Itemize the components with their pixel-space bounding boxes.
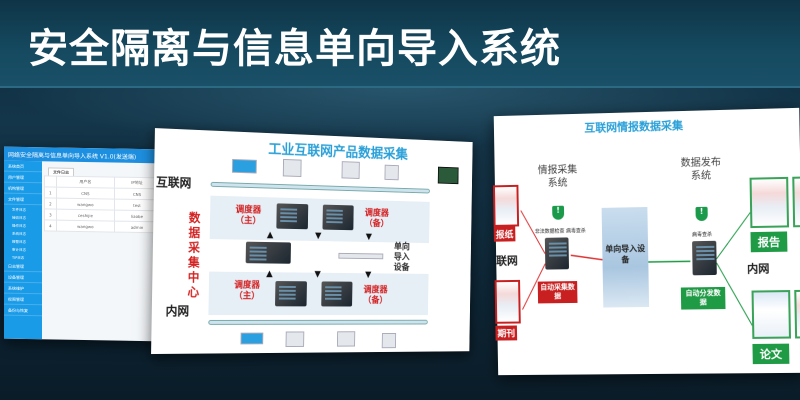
server-icon — [275, 281, 307, 306]
menu-item[interactable]: 文件管理 — [4, 194, 42, 206]
intranet-label: 内网 — [747, 260, 770, 276]
server-icon — [337, 331, 355, 346]
tablet-icon — [438, 167, 459, 184]
menu-item[interactable]: 日志管理 — [4, 261, 42, 273]
arrow-down-icon: ▼ — [366, 232, 372, 242]
internet-bus — [211, 182, 430, 194]
computer-icon — [232, 159, 257, 174]
paper-thumbnail — [752, 290, 792, 339]
arrow-up-icon: ▲ — [266, 269, 273, 279]
banner-title: 安全隔离与信息单向导入系统 — [28, 16, 561, 74]
virus-label: 病毒查杀 — [692, 231, 712, 238]
oneway-device-label: 单向导入设备 — [394, 242, 416, 273]
arrow-down-icon: ▼ — [365, 270, 371, 280]
oneway-device: 单向导入设备 — [602, 207, 650, 308]
menu-item[interactable]: 机构管理 — [4, 183, 42, 195]
server-icon — [342, 161, 360, 179]
menu-item[interactable]: 系统首页 — [4, 161, 42, 173]
publish-system-label: 数据发布系统 — [679, 156, 724, 183]
shield-icon: ! — [695, 207, 707, 221]
software-screenshot: 网络安全隔离与信息单向导入系统 V1.0(发送端) 系统首页 用户管理 机构管理… — [4, 147, 160, 342]
table-row[interactable]: 4wangwoadmin — [45, 220, 160, 233]
intranet-bus — [208, 320, 428, 325]
intel-diagram: 互联网情报数据采集 报纸 联网 期刊 情报采集系统 ! 非法数据检查 病毒查杀 … — [494, 108, 800, 375]
database-icon — [382, 333, 396, 348]
database-icon — [384, 165, 398, 181]
menu-item[interactable]: 设备管理 — [4, 272, 42, 284]
report-thumbnail — [792, 176, 800, 227]
sidebar-menu: 系统首页 用户管理 机构管理 文件管理 文件日志 接收日志 操作日志 系统日志 … — [4, 161, 42, 340]
auto-publish-box: 自动分发数据 — [681, 287, 726, 310]
gateway-device-icon — [246, 242, 291, 264]
industrial-diagram: 工业互联网产品数据采集 互联网 数据采集中心 调度器（主） 调度器（备） ▲ ▼… — [151, 128, 473, 354]
server-icon — [321, 281, 352, 306]
output-tag: 报告 — [750, 231, 787, 252]
computer-icon — [240, 333, 263, 345]
menu-item[interactable]: 备份与恢复 — [4, 305, 42, 317]
server-icon — [286, 331, 305, 347]
server-icon — [322, 205, 353, 231]
menu-item[interactable]: 权限管理 — [4, 294, 42, 306]
data-table: 用户名IP地址 1CNSCNS 2wangwotest 3ceshijielia… — [44, 175, 160, 233]
menu-item[interactable]: 系统维护 — [4, 283, 42, 295]
menu-item[interactable]: 用户管理 — [4, 172, 42, 184]
scheduler-backup-label: 调度器（备） — [359, 286, 391, 307]
banner-header: 安全隔离与信息单向导入系统 — [0, 0, 800, 88]
arrow-down-icon: ▼ — [315, 231, 321, 241]
scheduler-backup-label: 调度器（备） — [361, 209, 393, 231]
server-icon — [692, 241, 717, 276]
output-tag: 论文 — [752, 344, 789, 365]
internet-label: 互联网 — [156, 173, 192, 191]
scheduler-main-label: 调度器（主） — [230, 281, 264, 303]
arrow-down-icon: ▼ — [314, 270, 320, 280]
scheduler-main-label: 调度器（主） — [231, 205, 265, 227]
report-thumbnail — [750, 177, 790, 228]
arrow-up-icon: ▲ — [267, 230, 274, 240]
center-label: 数据采集中心 — [187, 211, 202, 300]
paper-thumbnail — [794, 290, 800, 339]
intranet-label: 内网 — [165, 302, 189, 319]
rack-device-icon — [338, 253, 383, 259]
server-icon — [283, 159, 302, 177]
server-icon — [276, 203, 308, 229]
